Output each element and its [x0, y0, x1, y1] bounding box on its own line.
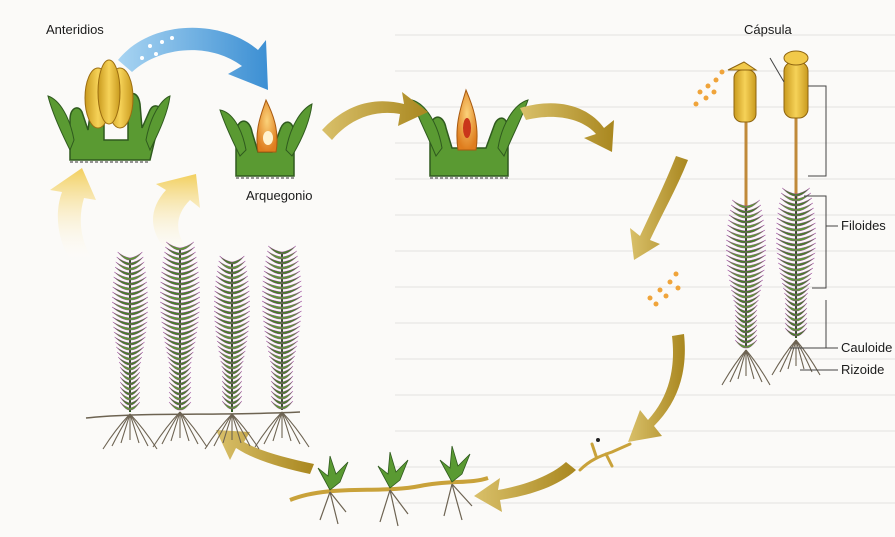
label-cauloide: Cauloide — [841, 340, 892, 355]
sporophyte-shoot-right — [776, 188, 816, 338]
rhizoids — [255, 412, 309, 447]
calyptra — [784, 51, 808, 65]
germinating-spore — [596, 438, 600, 442]
antheridia-structure — [48, 60, 170, 162]
arrow-up-to-antheridia — [50, 168, 96, 260]
gametophyte-shoot — [262, 246, 302, 410]
rhizoids — [153, 412, 207, 447]
gametophyte-plants — [86, 242, 309, 449]
spores-falling — [648, 272, 681, 307]
sporophyte-plants — [722, 51, 820, 385]
arrow-archegonium-to-fertilized — [322, 92, 428, 140]
label-rizoide: Rizoide — [841, 362, 884, 377]
protonema-with-buds — [290, 446, 488, 526]
label-capsula: Cápsula — [744, 22, 792, 37]
spores-released — [694, 70, 725, 107]
gametophyte-shoot — [112, 252, 148, 412]
capsule-right — [784, 62, 808, 118]
arrow-protonema-to-gametophytes — [216, 430, 314, 474]
capsule-left — [734, 70, 756, 122]
arrow-down-right-1 — [630, 156, 688, 260]
gametophyte-shoot — [160, 242, 200, 410]
archegonium-structure — [220, 100, 312, 178]
label-anteridios: Anteridios — [46, 22, 104, 37]
sporophyte-shoot-left — [726, 200, 766, 348]
arrow-to-protonema — [474, 462, 576, 512]
fertilized-archegonium — [412, 90, 528, 178]
rhizoids — [103, 414, 157, 449]
young-protonema — [580, 444, 630, 470]
gametophyte-shoot — [214, 256, 250, 412]
label-filoides: Filoides — [841, 218, 886, 233]
arrow-down-right-2 — [628, 334, 685, 442]
arrow-fertilized-to-sporophyte — [520, 103, 614, 152]
arrow-up-to-archegonium — [153, 174, 200, 256]
label-arquegonio: Arquegonio — [246, 188, 313, 203]
rhizoids — [722, 350, 770, 385]
